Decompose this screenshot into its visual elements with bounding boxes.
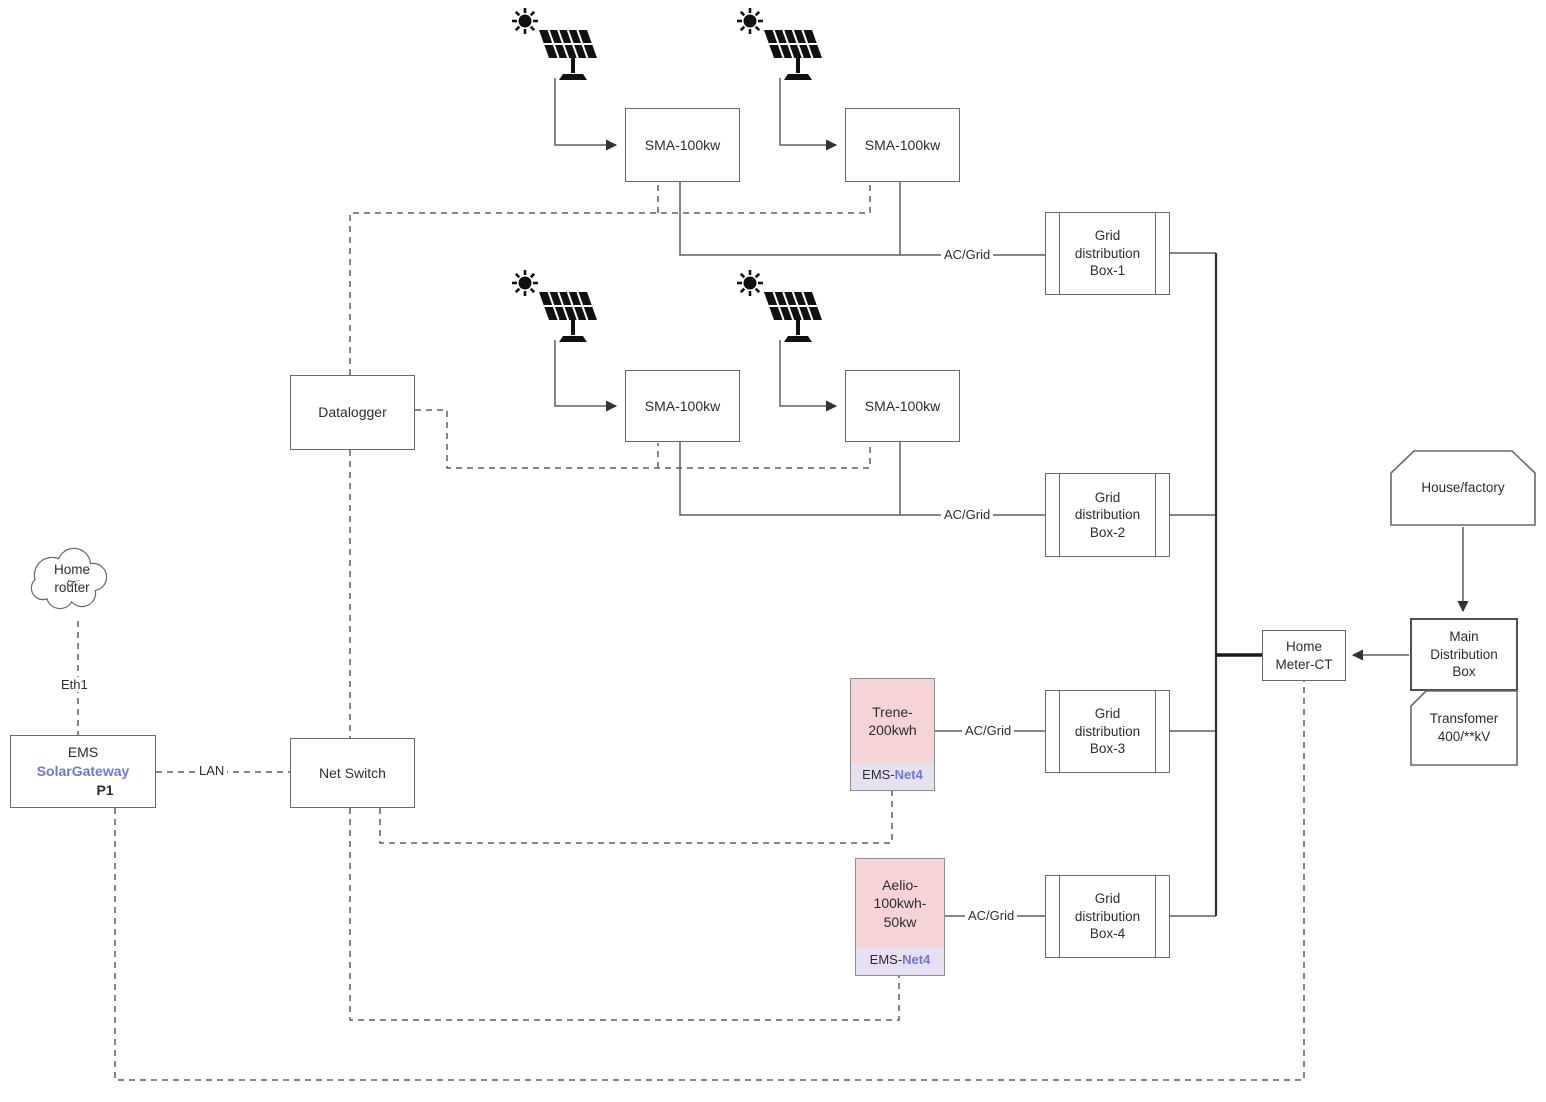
- battery-trene-box: Trene- 200kwh EMS-Net4: [850, 678, 935, 791]
- house-factory-label: House/factory: [1421, 480, 1505, 496]
- battery-aelio-box: Aelio- 100kwh- 50kw EMS-Net4: [855, 858, 945, 976]
- datalogger-label: Datalogger: [318, 404, 387, 421]
- inverter-label: SMA-100kw: [864, 136, 941, 153]
- ems-prefix: EMS-: [869, 952, 903, 968]
- inverter-sma-1: SMA-100kw: [625, 108, 740, 182]
- ac-grid-label-1: AC/Grid: [941, 247, 994, 262]
- transformer-box: Transfomer 400/**kV: [1410, 690, 1518, 766]
- ems-p1-label: P1: [96, 781, 114, 798]
- wire-panel3-sma3: [554, 340, 618, 412]
- dashed-netswitch-aelio: [349, 808, 900, 1021]
- dashed-ems-homemeter: [114, 681, 1305, 1081]
- ems-gateway-box: EMS SolarGateway P1: [10, 735, 156, 808]
- wire-panel1-sma1: [554, 78, 618, 151]
- house-factory-shape: [1390, 450, 1536, 526]
- grid-distribution-box-1: Grid distribution Box-1: [1045, 212, 1170, 295]
- inverter-label: SMA-100kw: [644, 136, 721, 153]
- grid-box-label: Grid distribution Box-2: [1074, 489, 1141, 540]
- terminal-divider-icon: [1155, 474, 1156, 556]
- home-router-node: Home router: [22, 535, 122, 623]
- grid-distribution-box-4: Grid distribution Box-4: [1045, 875, 1170, 958]
- grid-distribution-box-3: Grid distribution Box-3: [1045, 690, 1170, 773]
- grid-distribution-box-2: Grid distribution Box-2: [1045, 473, 1170, 557]
- cloud-icon: [30, 547, 108, 610]
- home-router-label: Home router: [53, 562, 90, 595]
- solargateway-label: SolarGateway: [36, 763, 130, 780]
- solar-panel-icon: [505, 6, 605, 84]
- dashed-netswitch-trene: [379, 791, 893, 844]
- terminal-divider-icon: [1059, 691, 1060, 772]
- datalogger-box: Datalogger: [290, 375, 415, 450]
- solar-panel-icon: [730, 6, 830, 84]
- inverter-sma-2: SMA-100kw: [845, 108, 960, 182]
- terminal-divider-icon: [1155, 876, 1156, 957]
- wire-panel2-sma2: [779, 78, 838, 151]
- net-switch-box: Net Switch: [290, 738, 415, 808]
- terminal-divider-icon: [1059, 213, 1060, 294]
- net4-label: Net4: [902, 952, 931, 968]
- wire-panel4-sma4: [779, 340, 838, 412]
- net-switch-label: Net Switch: [319, 764, 386, 781]
- home-meter-label: Home Meter-CT: [1275, 638, 1333, 672]
- battery-aelio-label: Aelio- 100kwh- 50kw: [873, 877, 927, 930]
- terminal-divider-icon: [1155, 213, 1156, 294]
- ac-grid-label-3: AC/Grid: [962, 723, 1015, 738]
- dashed-datalogger-smarow2: [415, 409, 871, 469]
- home-meter-ct-box: Home Meter-CT: [1262, 630, 1346, 681]
- ems-prefix: EMS-: [862, 767, 895, 783]
- solar-panel-4: [730, 268, 830, 346]
- lan-label: LAN: [196, 763, 228, 778]
- solar-panel-3: [505, 268, 605, 346]
- wire-sma3-gridbox2: [679, 442, 1045, 516]
- solar-panel-icon: [505, 268, 605, 346]
- solar-panel-1: [505, 6, 605, 84]
- ems-label: EMS: [67, 744, 99, 761]
- dashed-datalogger-smarow1: [349, 183, 871, 375]
- eth1-label: Eth1: [58, 677, 91, 692]
- terminal-divider-icon: [1059, 876, 1060, 957]
- transformer-shape: [1410, 690, 1518, 766]
- net4-label: Net4: [894, 767, 923, 783]
- solar-panel-2: [730, 6, 830, 84]
- grid-box-label: Grid distribution Box-3: [1074, 706, 1141, 757]
- terminal-divider-icon: [1155, 691, 1156, 772]
- inverter-sma-4: SMA-100kw: [845, 370, 960, 442]
- battery-trene-emsnet: EMS-Net4: [851, 763, 934, 790]
- battery-aelio-emsnet: EMS-Net4: [856, 948, 944, 975]
- grid-box-label: Grid distribution Box-1: [1074, 228, 1141, 279]
- transformer-label: Transfomer 400/**kV: [1429, 711, 1499, 744]
- inverter-sma-3: SMA-100kw: [625, 370, 740, 442]
- ac-grid-label-2: AC/Grid: [941, 507, 994, 522]
- ac-grid-label-4: AC/Grid: [965, 908, 1018, 923]
- main-distribution-box: Main Distribution Box: [1410, 618, 1518, 691]
- main-distribution-label: Main Distribution Box: [1430, 629, 1498, 680]
- inverter-label: SMA-100kw: [644, 397, 721, 414]
- solar-panel-icon: [730, 268, 830, 346]
- wire-sma1-gridbox1: [679, 182, 1045, 256]
- terminal-divider-icon: [1059, 474, 1060, 556]
- battery-trene-label: Trene- 200kwh: [868, 703, 917, 739]
- house-factory-node: House/factory: [1390, 450, 1536, 526]
- grid-box-label: Grid distribution Box-4: [1074, 891, 1141, 942]
- inverter-label: SMA-100kw: [864, 397, 941, 414]
